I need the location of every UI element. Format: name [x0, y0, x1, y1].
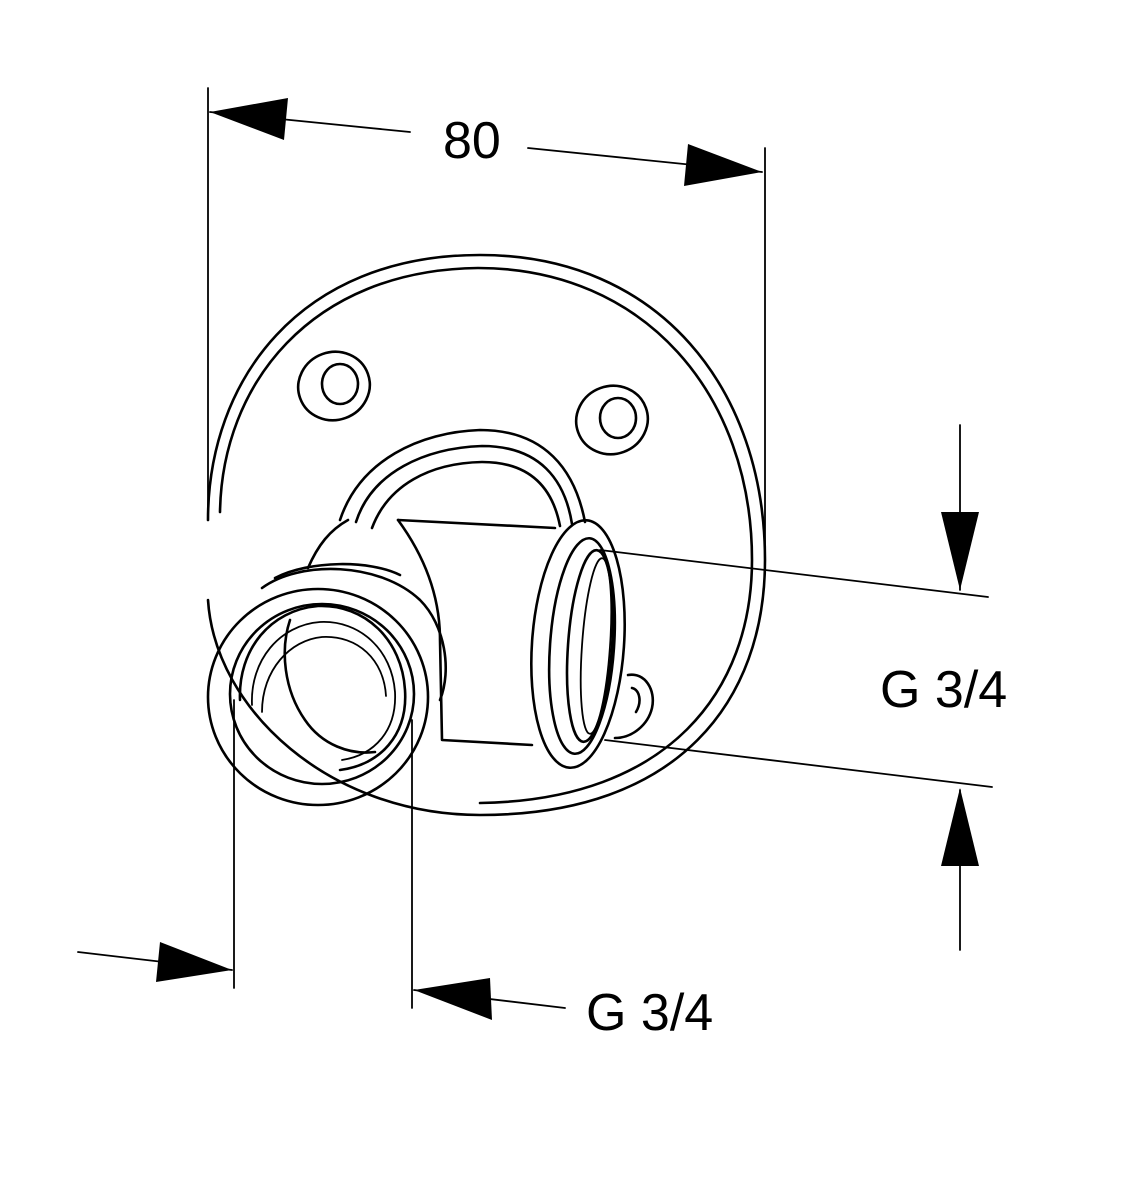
dimension-label-side-thread: G 3/4	[880, 661, 1007, 719]
arrowhead-right-in	[156, 942, 232, 982]
dimension-label-front-thread: G 3/4	[586, 984, 713, 1042]
elbow-body	[306, 518, 557, 747]
body-boss	[338, 428, 587, 530]
mounting-hole-right	[574, 384, 650, 456]
arrowhead-left-in	[414, 978, 492, 1020]
dimension-side-thread: G 3/4	[599, 424, 1007, 951]
mounting-hole-bottom	[613, 673, 655, 740]
side-outlet	[530, 518, 626, 770]
extension-line-upper	[599, 549, 989, 598]
mounting-hole-left	[296, 350, 372, 422]
dimension-label-80: 80	[443, 112, 501, 170]
front-outlet	[206, 562, 447, 807]
flange-plate	[206, 253, 767, 817]
arrowhead-right	[684, 144, 762, 186]
extension-line-lower	[604, 739, 993, 788]
arrowhead-down	[941, 512, 979, 590]
arrowhead-left	[210, 98, 288, 140]
dimension-80: 80	[207, 87, 766, 561]
dimension-front-thread: G 3/4	[77, 699, 713, 1042]
arrowhead-up	[941, 788, 979, 866]
